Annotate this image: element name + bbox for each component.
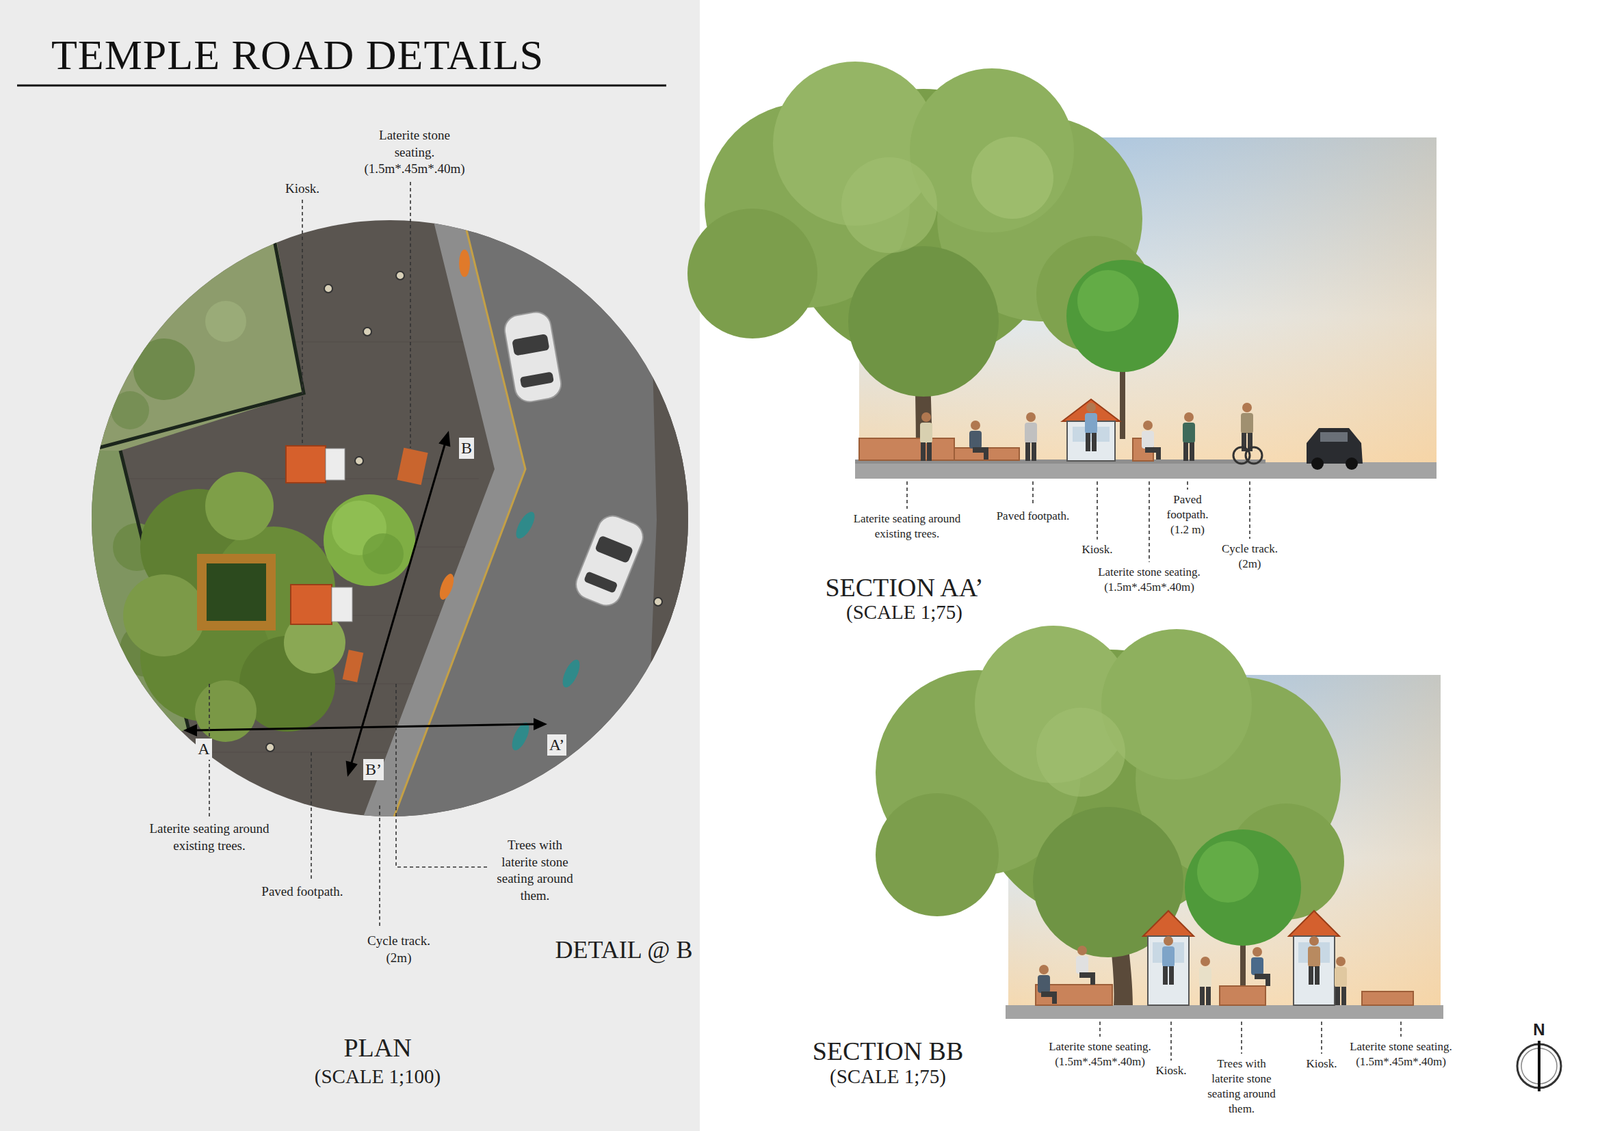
- section-marker: B: [458, 437, 475, 459]
- detail-title: DETAIL @ B: [555, 934, 693, 967]
- callout-label: Kiosk.: [1156, 1063, 1187, 1079]
- callout-label: Paved footpath. (1.2 m): [1156, 492, 1219, 538]
- sheet-title: TEMPLE ROAD DETAILS: [51, 27, 544, 83]
- drawing-title: SECTION BB: [812, 1034, 964, 1069]
- scale-note: (SCALE 1;75): [846, 599, 963, 626]
- callout-label: Laterite stone seating. (1.5m*.45m*.40m): [359, 127, 470, 178]
- scale-note: (SCALE 1;100): [314, 1064, 441, 1091]
- callout-label: Cycle track. (2m): [1218, 541, 1281, 572]
- callout-label: Cycle track. (2m): [357, 933, 440, 967]
- callout-label: Laterite stone seating. (1.5m*.45m*.40m): [1349, 1039, 1453, 1070]
- callout-label: Trees with laterite stone seating around…: [490, 837, 580, 906]
- drawing-title: SECTION AA’: [824, 571, 983, 605]
- callout-label: Kiosk.: [285, 180, 320, 198]
- callout-label: Laterite seating around existing trees.: [137, 820, 282, 855]
- callout-label: Paved footpath.: [996, 508, 1070, 524]
- north-label: N: [1532, 1019, 1545, 1041]
- section-marker: A’: [547, 734, 568, 756]
- section-marker: A: [195, 738, 212, 760]
- callout-label: Kiosk.: [1082, 542, 1113, 558]
- callout-label: Laterite stone seating. (1.5m*.45m*.40m): [1048, 1039, 1152, 1070]
- callout-label: Laterite stone seating. (1.5m*.45m*.40m): [1097, 565, 1201, 596]
- drawing-title: PLAN: [343, 1031, 412, 1066]
- callout-label: Trees with laterite stone seating around…: [1200, 1056, 1283, 1118]
- scale-note: (SCALE 1;75): [829, 1064, 947, 1091]
- section-marker: B’: [363, 759, 384, 781]
- callout-label: Kiosk.: [1306, 1056, 1338, 1072]
- callout-label: Laterite seating around existing trees.: [835, 511, 979, 542]
- callout-label: Paved footpath.: [261, 883, 343, 901]
